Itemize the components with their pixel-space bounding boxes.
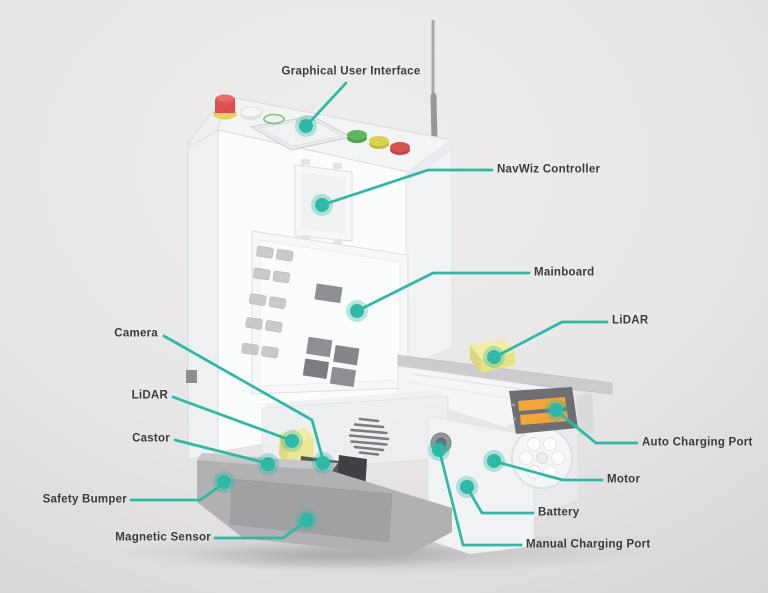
callout-line-safety-bumper	[129, 482, 225, 502]
callout-line-auto-charging	[556, 410, 639, 445]
callout-dots	[213, 115, 567, 531]
callout-line-gui	[306, 81, 348, 126]
callout-dot-auto-charging	[545, 399, 567, 421]
callout-line-magnetic-sensor	[213, 519, 308, 540]
callout-line-castor	[173, 438, 268, 465]
callout-line-navwiz	[323, 168, 494, 206]
callout-dot-lidar-left	[281, 430, 303, 452]
callout-dot-gui	[295, 115, 317, 137]
callout-dot-mainboard	[346, 300, 368, 322]
callout-label-lidar-left: LiDAR	[131, 389, 168, 402]
mainboard-connectors	[241, 246, 360, 388]
panel-button-green-ring	[263, 113, 285, 125]
callout-label-navwiz: NavWiz Controller	[497, 163, 601, 176]
callout-label-auto-charging: Auto Charging Port	[642, 436, 753, 449]
panel-button-white	[239, 106, 263, 120]
callout-line-lidar-left	[171, 395, 292, 442]
callout-label-gui: Graphical User Interface	[281, 65, 421, 78]
callout-line-manual-charging	[438, 451, 523, 547]
speaker-grille	[348, 417, 390, 456]
control-panel	[213, 94, 410, 155]
callout-dot-lidar-right	[483, 346, 505, 368]
callout-lines	[129, 81, 639, 547]
panel-button-red	[390, 142, 410, 155]
callout-dot-battery	[456, 476, 478, 498]
motor-wheel	[511, 427, 573, 489]
callout-dot-manual-charging	[428, 439, 450, 461]
callout-line-camera	[162, 334, 325, 462]
callout-label-magnetic-sensor: Magnetic Sensor	[115, 531, 211, 544]
callout-line-lidar-right	[495, 320, 609, 358]
panel-button-green	[347, 130, 367, 143]
callout-label-safety-bumper: Safety Bumper	[42, 493, 127, 506]
callout-label-camera: Camera	[114, 327, 158, 340]
callout-dot-camera	[312, 452, 334, 474]
side-port	[186, 370, 197, 383]
callout-label-battery: Battery	[538, 506, 580, 519]
callout-line-motor	[495, 460, 604, 482]
callout-line-mainboard	[357, 271, 531, 312]
callout-dot-navwiz	[311, 194, 333, 216]
callout-label-castor: Castor	[132, 432, 170, 445]
panel-button-yellow	[369, 136, 389, 149]
callout-dot-motor	[483, 450, 505, 472]
callout-label-mainboard: Mainboard	[534, 266, 595, 279]
callout-label-motor: Motor	[607, 473, 641, 486]
estop-button	[213, 94, 237, 120]
callout-dot-safety-bumper	[213, 471, 235, 493]
antenna	[430, 20, 438, 146]
safety-bumper-skirt	[197, 453, 452, 556]
callout-dot-magnetic-sensor	[296, 509, 318, 531]
mainboard-panel	[241, 230, 409, 395]
callout-dot-castor	[257, 453, 279, 475]
callout-line-battery	[466, 487, 535, 515]
callout-label-lidar-right: LiDAR	[612, 314, 649, 327]
callout-label-manual-charging: Manual Charging Port	[526, 538, 651, 551]
